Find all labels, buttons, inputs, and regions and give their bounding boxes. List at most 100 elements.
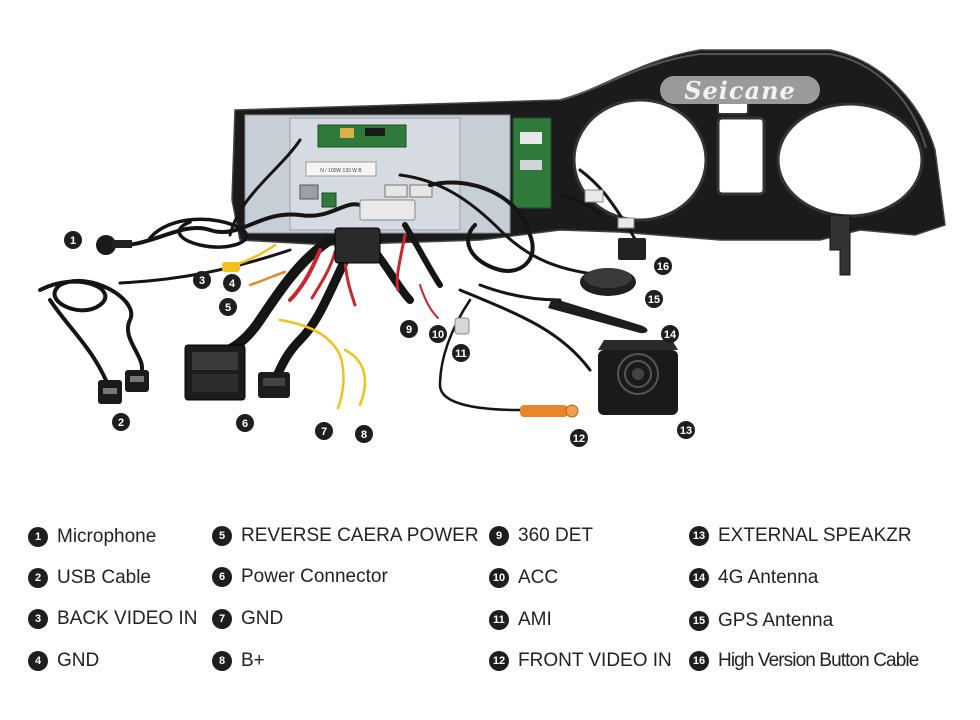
power-connector-block — [184, 344, 290, 401]
svg-text:9: 9 — [406, 324, 412, 336]
legend: 1 Microphone 2 USB Cable 3 BACK VIDEO IN… — [0, 500, 980, 700]
marker-7: 7 — [315, 422, 333, 440]
legend-item-15: 15 GPS Antenna — [689, 608, 833, 634]
legend-badge: 10 — [489, 568, 509, 588]
legend-item-13: 13 EXTERNAL SPEAKZR — [689, 523, 912, 549]
marker-4: 4 — [223, 274, 241, 292]
legend-item-4: 4 GND — [28, 648, 99, 674]
pcb-board-top — [317, 124, 407, 148]
legend-badge: 15 — [689, 611, 709, 631]
legend-badge: 6 — [212, 567, 232, 587]
legend-badge: 1 — [28, 527, 48, 547]
legend-label: High Version Button Cable — [718, 650, 919, 671]
legend-item-5: 5 REVERSE CAERA POWER — [212, 523, 479, 549]
marker-5: 5 — [219, 298, 237, 316]
svg-text:12: 12 — [573, 433, 585, 445]
marker-10: 10 — [429, 325, 447, 343]
legend-item-11: 11 AMI — [489, 607, 552, 633]
svg-text:6: 6 — [242, 418, 248, 430]
legend-item-10: 10 ACC — [489, 565, 558, 591]
legend-item-1: 1 Microphone — [28, 524, 156, 550]
legend-item-3: 3 BACK VIDEO IN — [28, 606, 197, 632]
legend-badge: 14 — [689, 568, 709, 588]
marker-11: 11 — [452, 344, 470, 362]
legend-label: 4G Antenna — [718, 567, 819, 588]
marker-14: 14 — [661, 325, 679, 343]
legend-badge: 11 — [489, 610, 509, 630]
legend-label: 360 DET — [518, 525, 593, 546]
marker-8: 8 — [355, 425, 373, 443]
marker-12: 12 — [570, 429, 588, 447]
marker-2: 2 — [112, 413, 130, 431]
right-gauge-opening — [776, 102, 924, 218]
svg-text:11: 11 — [455, 348, 467, 360]
legend-label: GND — [241, 608, 284, 629]
legend-badge: 8 — [212, 651, 232, 671]
legend-label: Microphone — [57, 526, 157, 547]
legend-badge: 9 — [489, 526, 509, 546]
legend-label: USB Cable — [57, 567, 151, 588]
legend-label: EXTERNAL SPEAKZR — [718, 525, 912, 546]
marker-15: 15 — [645, 290, 663, 308]
legend-badge: 12 — [489, 651, 509, 671]
svg-text:13: 13 — [680, 425, 692, 437]
svg-text:14: 14 — [664, 329, 677, 341]
svg-text:3: 3 — [199, 275, 205, 287]
legend-item-9: 9 360 DET — [489, 523, 593, 549]
legend-label: GND — [57, 650, 100, 671]
mounting-bracket — [829, 214, 851, 276]
wiring-diagram: Seicane N / 100W 130 W B — [38, 49, 946, 447]
legend-badge: 7 — [212, 609, 232, 629]
svg-text:7: 7 — [321, 426, 327, 438]
legend-label: ACC — [518, 567, 559, 588]
svg-text:10: 10 — [432, 329, 444, 341]
svg-text:4: 4 — [229, 278, 236, 290]
legend-badge: 13 — [689, 526, 709, 546]
legend-label: AMI — [518, 609, 552, 630]
legend-item-16: 16 High Version Button Cable — [689, 648, 919, 674]
svg-text:16: 16 — [657, 261, 669, 273]
legend-item-7: 7 GND — [212, 606, 283, 632]
sticker-text: N / 100W 130 W B — [320, 168, 362, 174]
marker-1: 1 — [64, 231, 82, 249]
legend-item-8: 8 B+ — [212, 648, 265, 674]
legend-label: B+ — [241, 650, 265, 671]
brand-logo: Seicane — [684, 76, 796, 105]
legend-item-12: 12 FRONT VIDEO IN — [489, 648, 672, 674]
components — [96, 189, 678, 418]
legend-label: GPS Antenna — [718, 610, 834, 631]
marker-16: 16 — [654, 257, 672, 275]
microphone-component — [96, 235, 132, 255]
marker-9: 9 — [400, 320, 418, 338]
legend-label: REVERSE CAERA POWER — [241, 525, 479, 546]
legend-label: BACK VIDEO IN — [57, 608, 198, 629]
legend-item-14: 14 4G Antenna — [689, 565, 818, 591]
legend-badge: 4 — [28, 651, 48, 671]
marker-3: 3 — [193, 271, 211, 289]
center-display-opening — [716, 116, 766, 196]
colored-wires — [233, 233, 439, 410]
external-speaker — [598, 340, 678, 415]
svg-text:1: 1 — [70, 235, 76, 247]
marker-13: 13 — [677, 421, 695, 439]
svg-text:2: 2 — [118, 417, 124, 429]
marker-6: 6 — [236, 414, 254, 432]
usb-plugs — [98, 370, 149, 404]
legend-badge: 2 — [28, 568, 48, 588]
svg-text:5: 5 — [225, 302, 231, 314]
svg-text:8: 8 — [361, 429, 367, 441]
legend-badge: 5 — [212, 526, 232, 546]
svg-text:15: 15 — [648, 294, 660, 306]
legend-item-6: 6 Power Connector — [212, 564, 388, 590]
rca-connector-yellow — [222, 262, 240, 272]
spec-sticker — [305, 161, 377, 177]
gps-antenna — [580, 268, 636, 296]
4g-antenna — [548, 298, 648, 334]
legend-label: Power Connector — [241, 566, 388, 587]
left-gauge-opening — [572, 98, 708, 222]
rca-connector-orange — [520, 404, 579, 418]
legend-badge: 3 — [28, 609, 48, 629]
legend-label: FRONT VIDEO IN — [518, 650, 672, 671]
legend-item-2: 2 USB Cable — [28, 565, 151, 591]
legend-badge: 16 — [689, 651, 709, 671]
